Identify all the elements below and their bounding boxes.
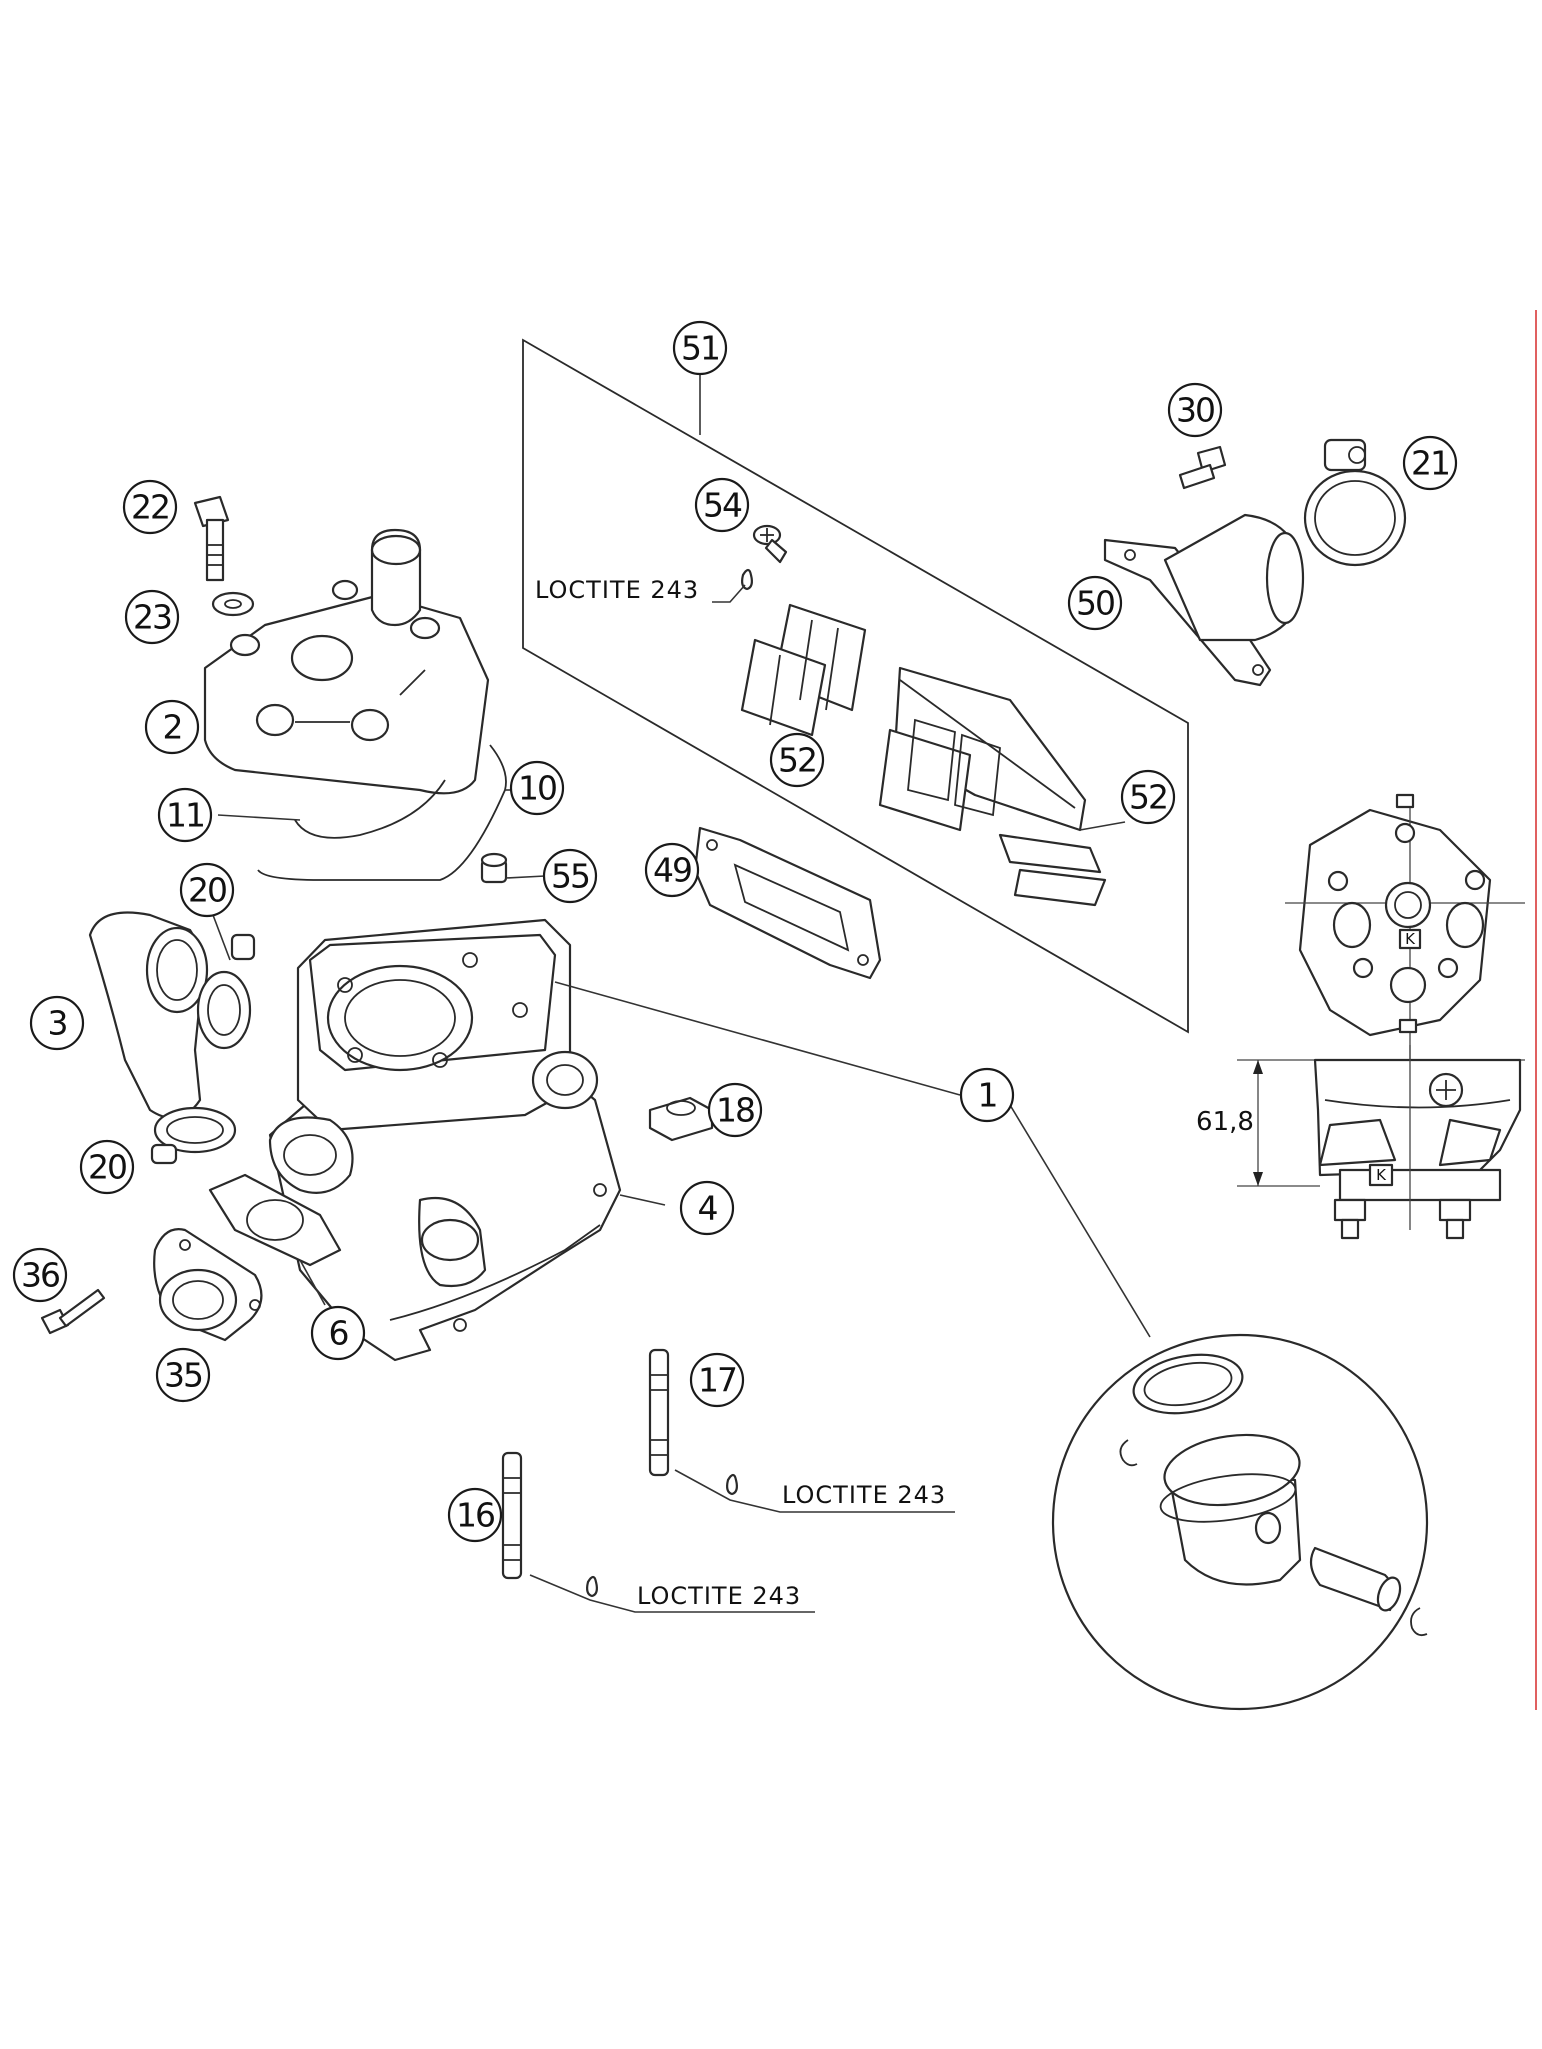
svg-text:55: 55 — [551, 857, 589, 896]
callout-3: 3 — [29, 995, 85, 1051]
head-bolt-22 — [193, 495, 230, 582]
bolt-36 — [40, 1288, 106, 1335]
svg-text:30: 30 — [1176, 391, 1214, 430]
callout-16: 16 — [447, 1487, 503, 1543]
callout-20-bottom: 20 — [79, 1139, 135, 1195]
callout-50: 50 — [1067, 575, 1123, 631]
loctite-drop-54 — [741, 568, 753, 591]
callout-23: 23 — [124, 589, 180, 645]
dowel-55 — [480, 852, 546, 884]
loctite-label-54: LOCTITE 243 — [535, 576, 699, 604]
callout-17: 17 — [689, 1352, 745, 1408]
svg-text:2: 2 — [163, 708, 182, 747]
svg-text:4: 4 — [698, 1189, 718, 1228]
needle-bearing-20-bottom — [150, 1106, 237, 1165]
callout-18: 18 — [707, 1082, 763, 1138]
callout-49: 49 — [644, 842, 700, 898]
cylinder-head-2 — [203, 528, 490, 795]
intake-gasket-49 — [693, 826, 882, 980]
stud-17 — [648, 1348, 670, 1477]
svg-text:11: 11 — [166, 796, 204, 835]
svg-text:35: 35 — [164, 1356, 202, 1395]
callout-54: 54 — [694, 477, 750, 533]
callout-52-left: 52 — [769, 732, 825, 788]
loctite-drop-17 — [726, 1473, 738, 1496]
svg-text:18: 18 — [716, 1091, 754, 1130]
svg-text:21: 21 — [1411, 444, 1449, 483]
svg-text:50: 50 — [1076, 584, 1114, 623]
callout-52-right: 52 — [1120, 769, 1176, 825]
exhaust-gasket-6 — [208, 1173, 342, 1306]
callout-4: 4 — [679, 1180, 735, 1236]
reed-petal-left — [740, 603, 867, 737]
head-side-view: K — [1237, 1045, 1525, 1240]
washer-23 — [211, 591, 255, 617]
dimension-height: 61,8 — [1196, 1107, 1254, 1137]
bolt-30 — [1178, 445, 1227, 490]
svg-text:17: 17 — [698, 1361, 736, 1400]
callout-1: 1 — [959, 1067, 1015, 1123]
callout-10: 10 — [509, 760, 565, 816]
loctite-label-16: LOCTITE 243 — [637, 1582, 801, 1610]
callout-2: 2 — [144, 699, 200, 755]
exhaust-flange-35 — [153, 1228, 263, 1342]
exhaust-elbow-3 — [88, 911, 209, 1120]
svg-text:52: 52 — [1129, 778, 1167, 817]
intake-flange-50 — [1103, 513, 1305, 687]
callout-36: 36 — [12, 1247, 68, 1303]
svg-text:36: 36 — [21, 1256, 59, 1295]
head-o-ring-10 — [257, 744, 507, 881]
loctite-drop-16 — [586, 1575, 598, 1598]
stud-16 — [501, 1451, 523, 1580]
svg-text:16: 16 — [456, 1496, 494, 1535]
head-o-ring-11 — [294, 779, 446, 839]
svg-text:20: 20 — [188, 871, 226, 910]
svg-text:23: 23 — [133, 598, 171, 637]
svg-text:22: 22 — [131, 488, 169, 527]
nut-18 — [648, 1096, 714, 1142]
svg-text:52: 52 — [778, 741, 816, 780]
svg-text:1: 1 — [978, 1076, 997, 1115]
callout-30: 30 — [1167, 382, 1223, 438]
svg-text:49: 49 — [653, 851, 691, 890]
screw-54 — [752, 524, 788, 564]
hose-clamp-21 — [1303, 438, 1407, 567]
reed-valve-kit-panel: LOCTITE 243 — [522, 338, 1189, 1034]
svg-text:3: 3 — [48, 1004, 67, 1043]
head-top-view: K — [1285, 793, 1525, 1065]
svg-text:10: 10 — [518, 769, 556, 808]
reed-block — [878, 666, 1087, 832]
loctite-label-17: LOCTITE 243 — [782, 1481, 946, 1509]
reed-petal-right — [998, 833, 1107, 907]
cylinder-4 — [268, 918, 622, 1362]
callout-11: 11 — [157, 787, 213, 843]
callout-22: 22 — [122, 479, 178, 535]
callout-35: 35 — [155, 1347, 211, 1403]
k-mark-top: K — [1405, 930, 1416, 948]
needle-bearing-20-top — [196, 933, 256, 1050]
svg-text:20: 20 — [88, 1148, 126, 1187]
svg-text:51: 51 — [681, 329, 719, 368]
svg-text:54: 54 — [703, 486, 742, 525]
callout-55: 55 — [542, 848, 598, 904]
callout-20-top: 20 — [179, 862, 235, 918]
svg-text:6: 6 — [329, 1314, 348, 1353]
k-mark-side: K — [1376, 1166, 1387, 1184]
callout-51: 51 — [672, 320, 728, 376]
callout-21: 21 — [1402, 435, 1458, 491]
callout-6: 6 — [310, 1305, 366, 1361]
piston-detail — [1051, 1333, 1429, 1711]
